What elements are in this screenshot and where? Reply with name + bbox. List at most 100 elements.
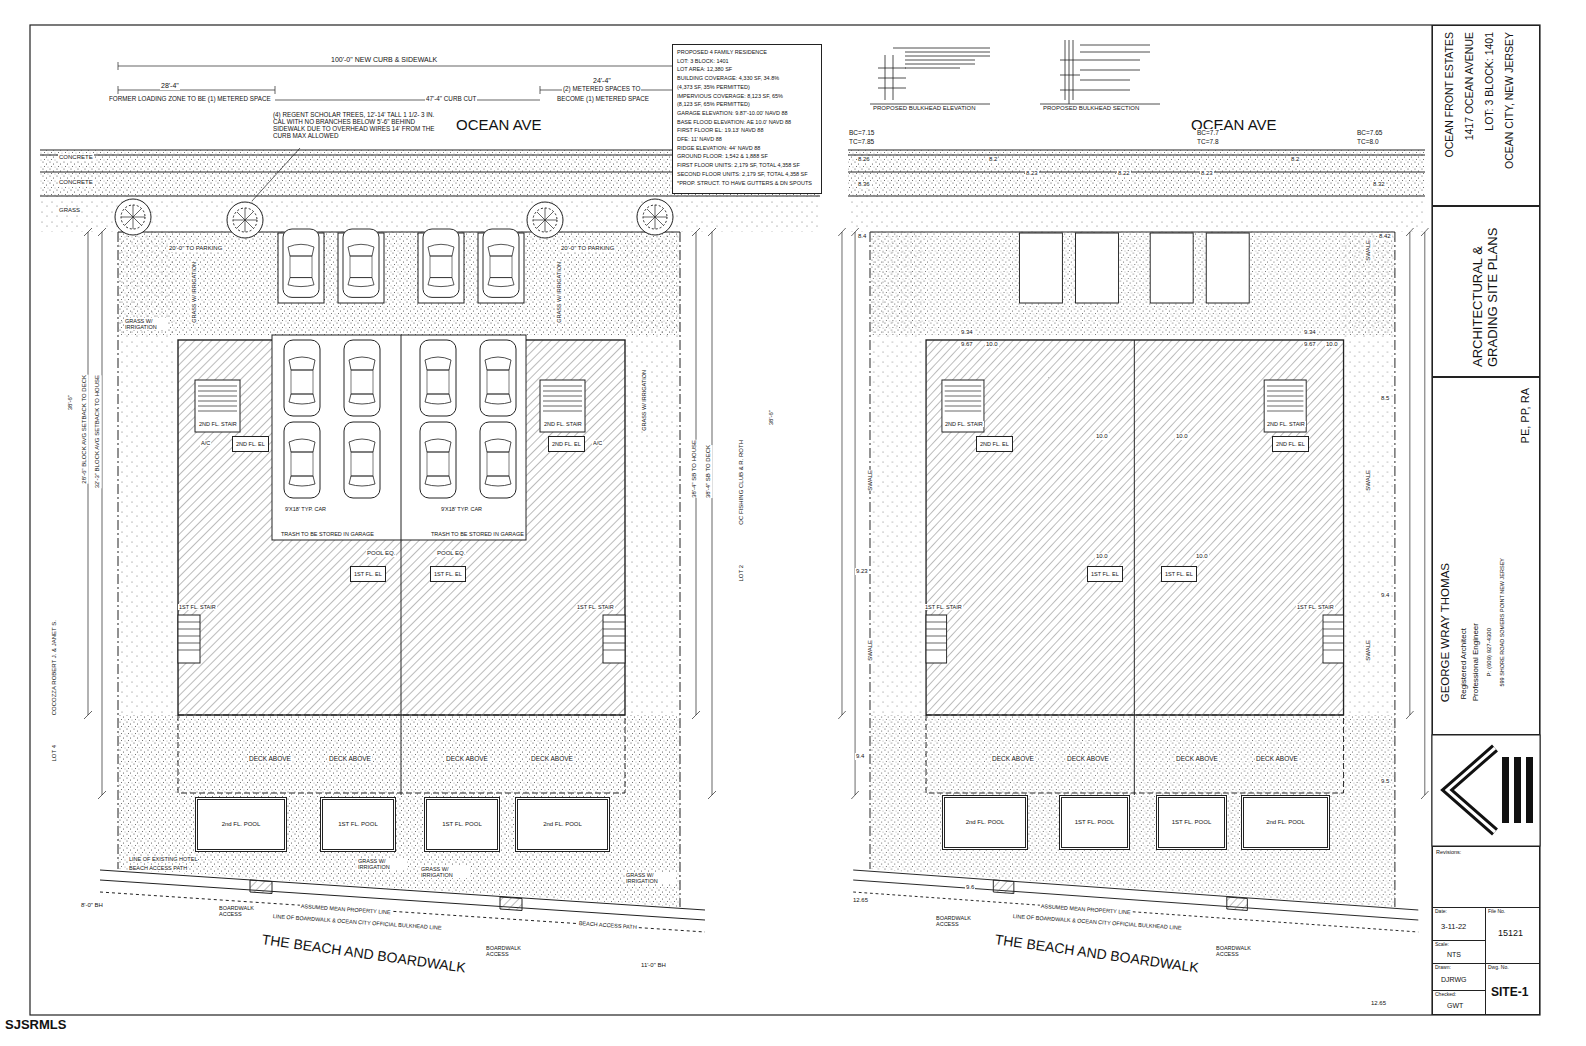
annotation-label: DECK ABOVE <box>248 755 292 762</box>
vertical-annotation: 38'-4" SB TO DECK <box>704 445 713 498</box>
scale-cell: Scale:NTS <box>1432 940 1486 964</box>
note-line: *PROP. STRUCT. TO HAVE GUTTERS & DN SPOU… <box>677 179 812 188</box>
elevator-box: 2ND FL. EL <box>1272 436 1309 452</box>
annotation-label: 9.4 <box>855 753 865 760</box>
room-label: 1ST FL. EL <box>1091 571 1119 577</box>
annotation-label: 10.0 <box>1195 553 1209 560</box>
pool-box: 2nd FL. POOL <box>195 797 287 852</box>
grading-plan <box>838 228 1428 932</box>
vertical-annotation: 38'-4" SB TO HOUSE <box>690 440 699 498</box>
title-cell-text: SITE-1 <box>1491 986 1528 1000</box>
pool-label: 2nd FL. POOL <box>222 821 261 828</box>
revisions-box: Revisions: <box>1432 846 1540 908</box>
annotation-label: BOARDWALK ACCESS <box>935 915 985 927</box>
note-line: RIDGE ELEVATION: 44' NAVD 88 <box>677 144 760 153</box>
pool-box: 1ST FL. POOL <box>320 797 396 852</box>
annotation-label: PROPOSED BULKHEAD SECTION <box>1042 105 1140 112</box>
annotation-label: 9.34 <box>960 329 974 336</box>
annotation-label: FORMER LOADING ZONE TO BE (1) METERED SP… <box>108 96 272 103</box>
title-cell-text: Checked: <box>1435 992 1456 998</box>
annotation-label: 100'-0" NEW CURB & SIDEWALK <box>330 56 438 64</box>
annotation-label: DECK ABOVE <box>1175 755 1219 762</box>
boundary-label: ASSUMED MEAN PROPERTY LINE <box>1040 903 1132 915</box>
room-label: 2ND FL. EL <box>1276 441 1305 447</box>
annotation-label: 9.6 <box>965 884 975 891</box>
vertical-annotation: 32'-3" BLOCK AVG SETBACK TO HOUSE <box>93 375 102 488</box>
annotation-label: BECOME (1) METERED SPACE <box>556 96 650 103</box>
annotation-label: 12.65 <box>852 897 869 904</box>
room-label: 1ST FL. EL <box>354 571 382 577</box>
zoning-notes-box: PROPOSED 4 FAMILY RESIDENCELOT: 3 BLOCK:… <box>672 44 822 194</box>
watermark: SJSRMLS <box>4 1018 67 1032</box>
annotation-label: 8.32 <box>1372 181 1386 188</box>
project-title-box: OCEAN FRONT ESTATES1417 OCEAN AVENUELOT:… <box>1432 25 1540 206</box>
pool-box: 2nd FL. POOL <box>515 797 610 852</box>
pool-label: 2nd FL. POOL <box>1266 819 1305 826</box>
pool-box: 1ST FL. POOL <box>424 797 500 852</box>
note-line: (8,123 SF, 65% PERMITTED) <box>677 100 750 109</box>
architect-text: P: (609) 927-4300 <box>1486 628 1493 676</box>
annotation-label: 20'-0" TO PARKING <box>560 245 615 252</box>
elevator-box: 1ST FL. EL <box>1087 566 1123 582</box>
title-cell-text: 15121 <box>1498 928 1523 938</box>
note-line: BASE FLOOD ELEVATION: AE 10.0' NAVD 88 <box>677 118 791 127</box>
vertical-annotation: SWALE <box>1364 470 1373 491</box>
annotation-label: 1ST FL. STAIR <box>1296 604 1335 610</box>
annotation-label: 8.23 <box>1200 170 1214 177</box>
annotation-label: 8.5 <box>1380 395 1390 402</box>
annotation-label: BEACH ACCESS PATH <box>128 865 188 871</box>
vertical-annotation: SWALE <box>866 640 875 661</box>
bulkhead-details <box>870 40 1160 104</box>
pool-label: 1ST FL. POOL <box>338 821 378 828</box>
annotation-label: 10.0 <box>1325 341 1339 348</box>
annotation-label: TC=7.85 <box>848 138 875 145</box>
annotation-label: POOL EQ. <box>366 550 396 557</box>
annotation-label: 47'-4" CURB CUT <box>425 96 477 103</box>
annotation-label: 8.2 <box>988 156 998 163</box>
room-label: 1ST FL. EL <box>434 571 462 577</box>
vertical-annotation: COCOZZA ROBERT J. & JANET S. <box>50 620 59 715</box>
architect-box: PE, PP, RAGEORGE WRAY THOMASRegistered A… <box>1432 377 1540 735</box>
project-title: OCEAN CITY, NEW JERSEY <box>1503 32 1515 169</box>
note-line: FIRST FLOOR EL: 19.13' NAVD 88 <box>677 126 763 135</box>
room-label: 2ND FL. EL <box>552 441 581 447</box>
annotation-label: 10.0 <box>1095 433 1109 440</box>
annotation-label: 10.0 <box>1095 553 1109 560</box>
annotation-label: 8.23 <box>1025 170 1039 177</box>
note-line: GARAGE ELEVATION: 9.87'-10.00' NAVD 88 <box>677 109 788 118</box>
note-line: SECOND FLOOR UNITS: 2,179 SF, TOTAL 4,35… <box>677 170 808 179</box>
annotation-label: POOL EQ. <box>436 550 466 557</box>
annotation-label: BC=7.15 <box>848 129 875 136</box>
architect-text: PE, PP, RA <box>1519 388 1532 443</box>
annotation-label: DECK ABOVE <box>445 755 489 762</box>
pool-label: 2nd FL. POOL <box>543 821 582 828</box>
annotation-label: GRASS W/ IRRIGATION <box>420 866 470 878</box>
vertical-annotation: SWALE <box>866 470 875 491</box>
pool-box: 1ST FL. POOL <box>1156 795 1227 850</box>
vertical-annotation: 38'-6" <box>66 395 75 410</box>
sheet-title-box: ARCHITECTURAL & GRADING SITE PLANS <box>1432 206 1540 377</box>
annotation-label: 9'X18' TYP. CAR <box>440 506 483 512</box>
annotation-label: OCEAN AVE <box>455 117 543 134</box>
street-trees <box>115 199 673 238</box>
annotation-label: 8'-0" BH <box>80 902 104 909</box>
annotation-label: 9.5 <box>1380 778 1390 785</box>
elevator-box: 1ST FL. EL <box>350 566 386 582</box>
drawn-cell: Drawn:DJRWG <box>1432 963 1486 991</box>
title-cell-text: NTS <box>1447 951 1461 959</box>
vertical-annotation: LOT 4 <box>50 745 59 762</box>
note-line: LOT AREA: 12,380 SF <box>677 65 732 74</box>
note-line: (4,373 SF, 35% PERMITTED) <box>677 83 750 92</box>
annotation-label: BOARDWALK ACCESS <box>1215 945 1265 957</box>
garage-and-cars <box>272 229 526 540</box>
annotation-label: BOARDWALK ACCESS <box>218 905 268 917</box>
annotation-label: BC=7.65 <box>1356 129 1383 136</box>
annotation-label: 9.4 <box>1380 592 1390 599</box>
architectural-plan <box>84 228 716 932</box>
annotation-label: DECK ABOVE <box>328 755 372 762</box>
street-bands-left <box>40 62 820 232</box>
title-cell-text: GWT <box>1447 1002 1463 1010</box>
architect-logo <box>1432 735 1540 846</box>
pool-label: 1ST FL. POOL <box>442 821 482 828</box>
vertical-annotation: OC FISHING CLUB & R. ROTH <box>737 440 746 525</box>
